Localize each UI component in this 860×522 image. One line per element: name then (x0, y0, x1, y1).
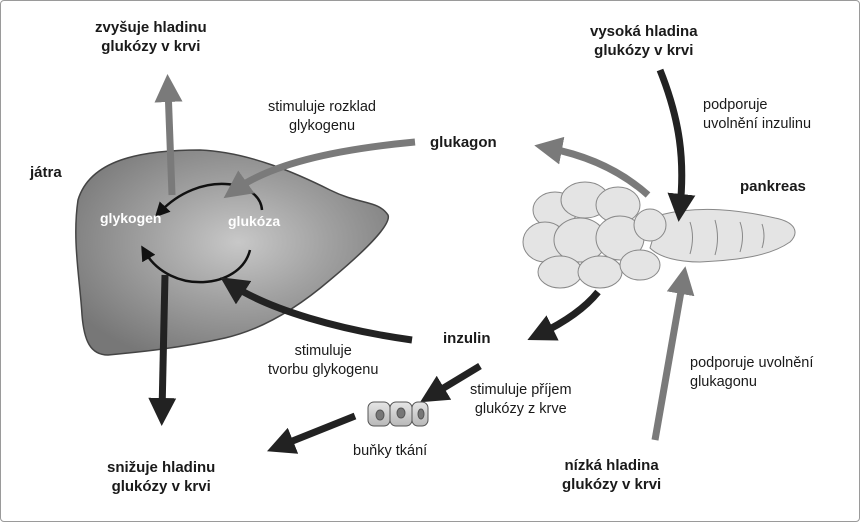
label-low-glucose: nízká hladina glukózy v krvi (562, 456, 661, 494)
arrow-glucagon-to-liver (223, 138, 416, 199)
arrow-insulin-to-liver (220, 277, 413, 344)
label-promotes-glucagon-line1: podporuje uvolnění (690, 355, 814, 371)
label-stimulates-formation-line1: stimuluje (294, 343, 352, 359)
label-promotes-insulin-line1: podporuje (703, 97, 768, 113)
label-stimulates-breakdown-line2: glykogenu (288, 118, 356, 134)
label-lowers-glucose-line2: glukózy v krvi (111, 478, 211, 495)
label-stimulates-uptake-line1: stimuluje příjem (470, 382, 572, 398)
label-lowers-glucose-line1: snižuje hladinu (107, 459, 216, 476)
arrow-insulin-to-cells (420, 363, 482, 403)
label-stimulates-breakdown: stimuluje rozklad glykogenu (268, 98, 376, 136)
liver-shape (75, 149, 389, 356)
arrow-pancreas-to-insulin (527, 289, 601, 341)
label-glucagon: glukagon (430, 134, 497, 151)
label-pancreas: pankreas (740, 178, 806, 195)
pancreas-shape (522, 181, 796, 289)
label-stimulates-uptake-line2: glukózy z krve (474, 401, 567, 417)
label-promotes-insulin: podporuje uvolnění inzulinu (703, 96, 811, 134)
arrow-low-to-pancreas (651, 266, 695, 441)
label-promotes-glucagon: podporuje uvolnění glukagonu (690, 354, 813, 392)
label-raises-glucose: zvyšuje hladinu glukózy v krvi (95, 18, 207, 56)
label-high-glucose: vysoká hladina glukózy v krvi (590, 22, 698, 60)
label-liver: játra (30, 164, 62, 181)
label-stimulates-breakdown-line1: stimuluje rozklad (268, 99, 376, 115)
arrow-pancreas-to-glucagon (534, 136, 651, 198)
label-high-glucose-line2: glukózy v krvi (594, 42, 694, 59)
label-low-glucose-line1: nízká hladina (564, 457, 659, 474)
arrow-cells-to-lower (267, 412, 357, 454)
label-stimulates-formation-line2: tvorbu glykogenu (268, 362, 379, 378)
label-raises-glucose-line2: glukózy v krvi (101, 38, 201, 55)
label-stimulates-formation: stimuluje tvorbu glykogenu (268, 342, 378, 380)
label-glucose: glukóza (228, 213, 281, 229)
label-high-glucose-line1: vysoká hladina (590, 23, 698, 40)
label-stimulates-uptake: stimuluje příjem glukózy z krve (470, 381, 572, 419)
label-insulin: inzulin (443, 330, 491, 347)
label-raises-glucose-line1: zvyšuje hladinu (95, 19, 207, 36)
arrow-high-to-pancreas (656, 68, 696, 222)
label-tissue-cells: buňky tkání (353, 443, 428, 459)
cycle-bottom-arrow (141, 245, 252, 284)
label-glycogen: glykogen (100, 210, 162, 226)
label-lowers-glucose: snižuje hladinu glukózy v krvi (107, 458, 215, 496)
arrow-liver-up (154, 74, 183, 196)
label-low-glucose-line2: glukózy v krvi (562, 476, 662, 493)
label-promotes-insulin-line2: uvolnění inzulinu (703, 116, 812, 132)
tissue-cells-shape (367, 401, 429, 427)
label-promotes-glucagon-line2: glukagonu (690, 374, 757, 390)
arrow-liver-down (148, 274, 177, 426)
